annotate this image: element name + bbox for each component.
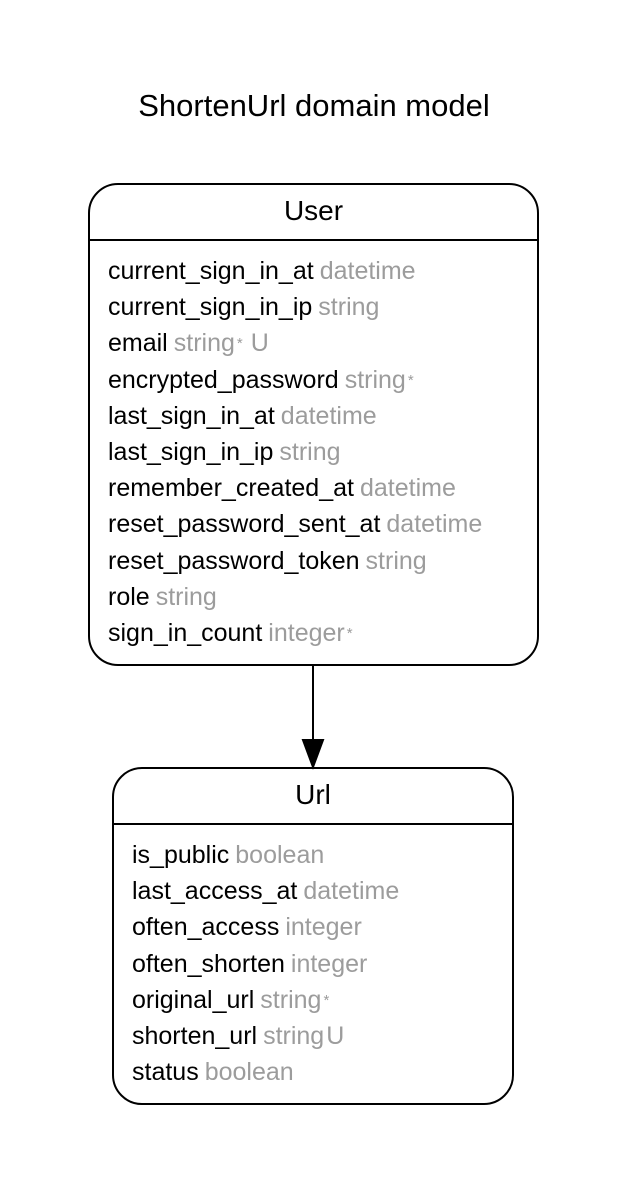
attribute-name: last_access_at — [132, 877, 298, 906]
attribute-name: status — [132, 1058, 199, 1087]
attribute-name: encrypted_password — [108, 365, 339, 394]
attribute-name: current_sign_in_at — [108, 257, 314, 285]
attribute-type: boolean — [204, 1058, 294, 1087]
unique-flag: U — [326, 1021, 345, 1050]
attribute-type: string — [263, 1021, 325, 1050]
attribute-type: string — [279, 437, 341, 466]
diagram-title: ShortenUrl domain model — [138, 88, 490, 123]
attribute-type: datetime — [359, 474, 456, 503]
attribute-name: last_sign_in_at — [108, 401, 275, 430]
required-flag: * — [407, 371, 414, 389]
unique-flag: U — [250, 329, 269, 358]
attribute-name: original_url — [132, 985, 255, 1014]
attribute-type: string — [155, 582, 217, 611]
attribute-type: datetime — [303, 877, 400, 906]
attribute-name: reset_password_token — [108, 546, 360, 575]
attribute-name: last_sign_in_ip — [108, 437, 274, 466]
attribute-name: sign_in_count — [108, 618, 263, 647]
attribute-name: remember_created_at — [108, 474, 354, 503]
attribute-type: datetime — [386, 510, 483, 539]
entity-name: User — [90, 185, 537, 241]
required-flag: * — [236, 335, 243, 353]
attribute-name: often_access — [132, 913, 280, 942]
entity-name: Url — [114, 769, 512, 825]
required-flag: * — [346, 624, 353, 642]
attribute-type: string — [260, 985, 322, 1014]
attribute-type: integer — [285, 913, 362, 942]
attribute-type: datetime — [280, 401, 377, 430]
required-flag: * — [323, 991, 330, 1009]
attribute-type: string — [344, 365, 406, 394]
attribute-name: often_shorten — [132, 949, 285, 978]
attribute-type: datetime — [319, 257, 416, 285]
attribute-type: string — [318, 293, 380, 322]
attribute-name: current_sign_in_ip — [108, 293, 313, 322]
attribute-type: string — [365, 546, 427, 575]
attribute-name: is_public — [132, 841, 230, 869]
attribute-type: boolean — [235, 841, 325, 869]
attribute-name: reset_password_sent_at — [108, 510, 381, 539]
attribute-name: email — [108, 329, 168, 358]
attribute-type: integer — [290, 949, 368, 978]
attribute-type: string — [173, 329, 235, 358]
attribute-name: role — [108, 582, 150, 611]
attribute-type: integer — [268, 618, 345, 647]
attribute-name: shorten_url — [132, 1021, 258, 1050]
relation-arrowhead — [301, 739, 325, 770]
